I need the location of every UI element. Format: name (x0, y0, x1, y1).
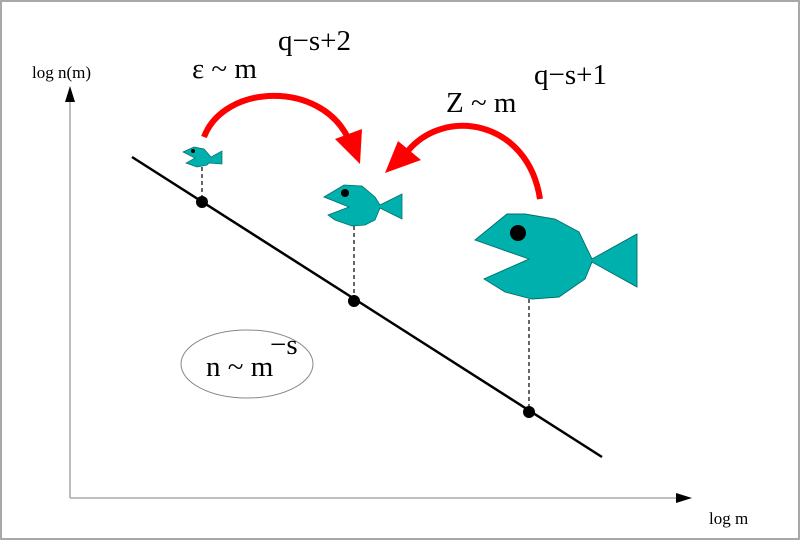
curved-arrow-icon (201, 92, 362, 164)
z-equation-exponent: q−s+1 (534, 59, 607, 91)
axes: log n(m) log m (32, 63, 748, 528)
small-fish-icon (182, 146, 223, 168)
point-medium (348, 295, 360, 307)
x-axis-label: log m (709, 509, 748, 528)
z-equation-base: Z ~ m (446, 87, 517, 119)
energy-equation-exponent: q−s+2 (278, 25, 351, 57)
large-fish-icon (474, 213, 638, 300)
z-equation: Z ~ m q−s+1 (446, 59, 607, 119)
abundance-equation: n ~ m −s (180, 329, 314, 399)
y-axis-arrowhead (65, 86, 75, 102)
equation-ellipse (180, 329, 314, 399)
point-large (523, 406, 535, 418)
y-axis-label: log n(m) (32, 63, 91, 82)
point-small (196, 196, 208, 208)
energy-equation: ε ~ m q−s+2 (192, 25, 351, 85)
x-axis-arrowhead (676, 493, 692, 503)
size-spectrum-line (131, 155, 603, 459)
abundance-equation-exponent: −s (270, 329, 298, 361)
medium-fish-icon (323, 184, 403, 227)
abundance-equation-base: n ~ m (206, 351, 274, 383)
energy-equation-base: ε ~ m (192, 53, 257, 85)
curved-arrow-icon (385, 122, 543, 200)
